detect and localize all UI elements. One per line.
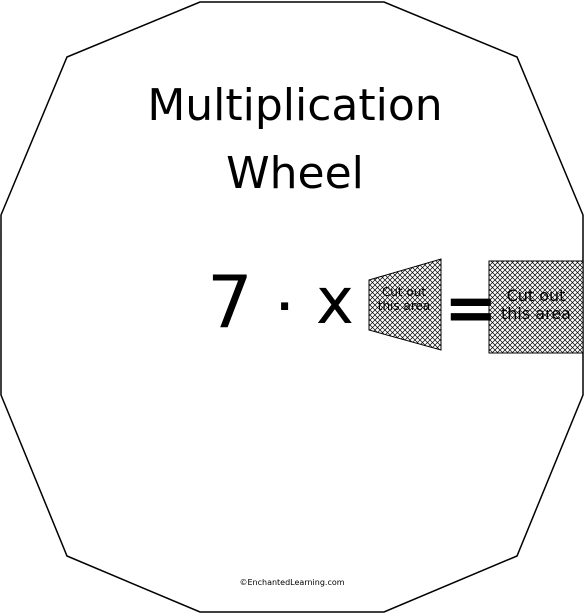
dot-symbol: · [277,284,293,330]
title-line-1: Multiplication [147,80,443,131]
copyright-text: ©EnchantedLearning.com [239,578,345,587]
left-cutout-label: Cut out this area [368,285,440,314]
factor-seven: 7 [207,260,253,344]
equals-symbol: = [444,272,498,346]
right-cutout-line-1: Cut out [506,286,566,305]
left-cutout-area[interactable] [368,258,442,351]
left-cutout-line-1: Cut out [381,285,427,299]
right-cutout-area[interactable] [488,260,584,354]
right-cutout-label: Cut out this area [488,286,584,324]
right-cutout-line-2: this area [501,304,571,324]
left-cutout-line-2: this area [377,298,431,313]
title-line-2: Wheel [226,148,364,199]
times-symbol: x [316,265,354,339]
